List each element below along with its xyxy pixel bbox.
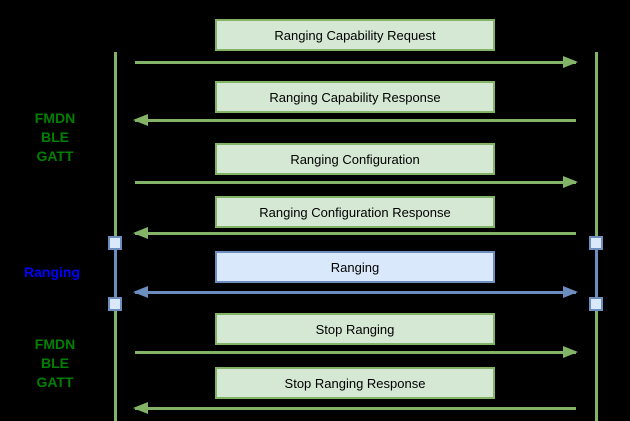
section-label-line: FMDN: [34, 336, 76, 352]
message-box-ranging-configuration: Ranging Configuration: [215, 143, 495, 175]
lifeline-right-node-top: [589, 236, 603, 250]
message-label: Ranging Capability Request: [274, 27, 436, 43]
arrow-shaft: [135, 61, 576, 64]
message-box-ranging-capability-request: Ranging Capability Request: [215, 19, 495, 51]
section-label-fmdn-ble-gatt-top: FMDN BLE GATT: [10, 109, 100, 166]
lifeline-left-node-bottom: [108, 297, 122, 311]
section-label-line: BLE: [41, 355, 69, 371]
message-box-ranging: Ranging: [215, 251, 495, 283]
message-box-ranging-configuration-response: Ranging Configuration Response: [215, 196, 495, 228]
message-box-stop-ranging-response: Stop Ranging Response: [215, 367, 495, 399]
arrow-shaft: [135, 407, 576, 410]
arrowhead-left-icon: [133, 402, 148, 414]
arrowhead-right-icon: [563, 176, 578, 188]
arrowhead-right-icon: [563, 346, 578, 358]
message-arrow-stop-ranging-response: [133, 402, 578, 414]
arrowhead-left-icon: [133, 227, 148, 239]
section-label-line: FMDN: [34, 110, 76, 126]
arrowhead-right-icon: [563, 286, 578, 298]
message-label: Stop Ranging Response: [284, 375, 426, 391]
message-label: Stop Ranging: [315, 321, 395, 337]
message-box-stop-ranging: Stop Ranging: [215, 313, 495, 345]
message-arrow-ranging-configuration: [133, 176, 578, 188]
lifeline-right-node-bottom: [589, 297, 603, 311]
message-label: Ranging Capability Response: [269, 89, 441, 105]
section-label-ranging: Ranging: [7, 263, 97, 282]
section-label-line: GATT: [36, 148, 74, 164]
arrowhead-right-icon: [563, 56, 578, 68]
message-label: Ranging Configuration Response: [259, 204, 451, 220]
message-arrow-ranging-configuration-response: [133, 227, 578, 239]
message-label: Ranging: [330, 259, 380, 275]
lifeline-right-ranging-segment: [595, 243, 598, 304]
message-box-ranging-capability-response: Ranging Capability Response: [215, 81, 495, 113]
lifeline-left-node-top: [108, 236, 122, 250]
arrow-shaft: [135, 232, 576, 235]
arrowhead-left-icon: [133, 114, 148, 126]
section-label-line: GATT: [36, 374, 74, 390]
section-label-fmdn-ble-gatt-bottom: FMDN BLE GATT: [10, 335, 100, 392]
arrow-shaft: [135, 351, 576, 354]
arrow-shaft: [135, 181, 576, 184]
section-label-line: Ranging: [24, 264, 80, 280]
message-arrow-stop-ranging: [133, 346, 578, 358]
arrow-shaft: [135, 119, 576, 122]
message-arrow-ranging-capability-request: [133, 56, 578, 68]
arrowhead-left-icon: [133, 286, 148, 298]
message-label: Ranging Configuration: [290, 151, 420, 167]
message-arrow-ranging: [133, 286, 578, 298]
message-arrow-ranging-capability-response: [133, 114, 578, 126]
arrow-shaft: [135, 291, 576, 294]
section-label-line: BLE: [41, 129, 69, 145]
lifeline-left-ranging-segment: [114, 243, 117, 304]
